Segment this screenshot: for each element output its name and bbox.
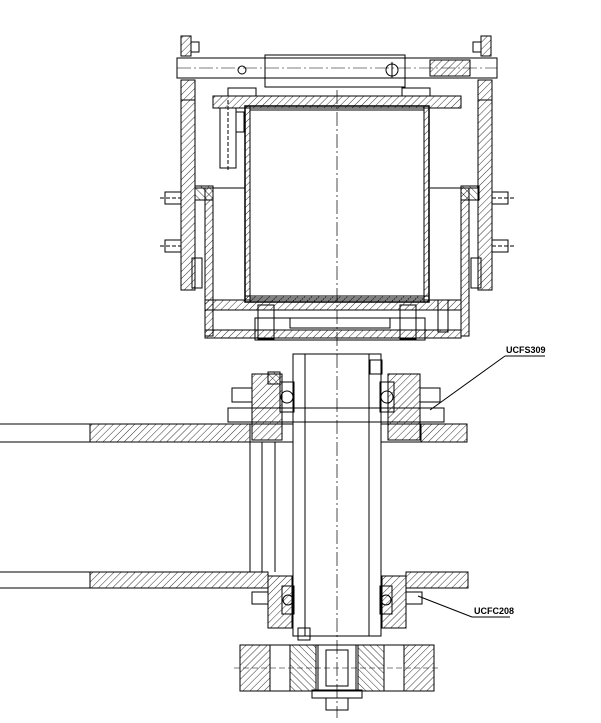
main-shaft xyxy=(292,353,382,637)
support-column xyxy=(249,442,276,572)
label-ucfs309: UCFS309 xyxy=(506,345,546,355)
top-right-bracket xyxy=(472,35,493,101)
lower-frame-beam xyxy=(0,571,469,589)
leader-ucfs309 xyxy=(429,355,506,411)
lower-bearing-unit xyxy=(251,575,423,641)
leader-ucfc208 xyxy=(417,595,473,618)
housing-base xyxy=(204,299,462,341)
top-left-vertical-bolt xyxy=(219,100,245,172)
top-plate xyxy=(212,95,462,109)
housing-right-wall xyxy=(430,99,493,337)
label-ucfc208: UCFC208 xyxy=(474,606,514,616)
bottom-hub xyxy=(234,644,440,711)
upper-bearing-unit xyxy=(227,359,445,441)
side-bolts-right xyxy=(470,191,514,289)
side-bolts-left xyxy=(160,191,203,289)
upper-frame-beam xyxy=(0,423,468,443)
housing-left-wall xyxy=(180,99,245,337)
top-crossbar xyxy=(176,54,498,88)
